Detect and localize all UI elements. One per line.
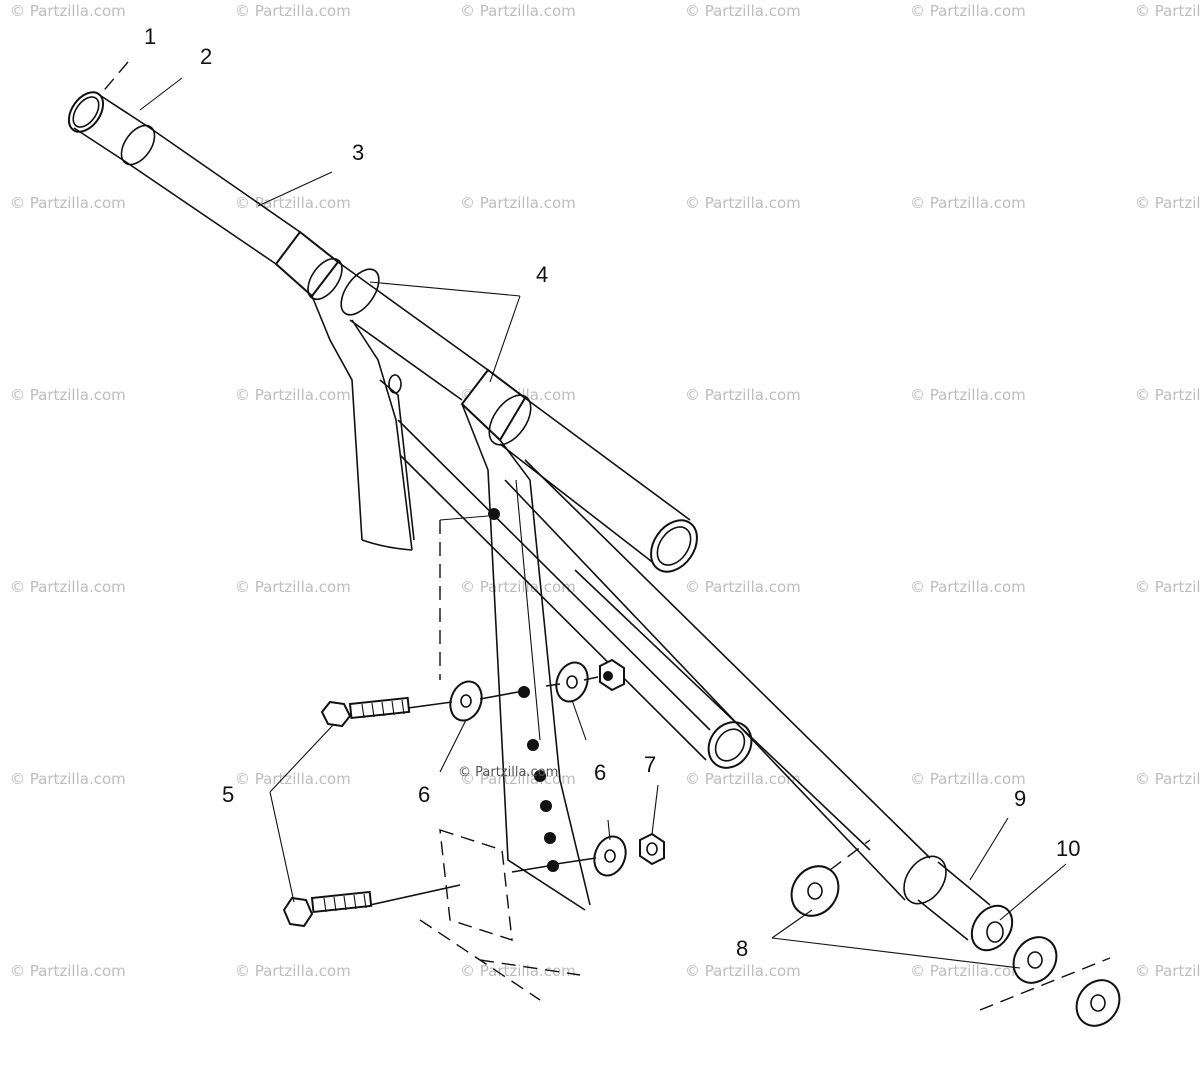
- callout-10: 10: [1056, 836, 1080, 861]
- watermark-text: © Partzilla.com: [685, 962, 801, 980]
- callout-6-right: 6: [594, 760, 606, 785]
- watermark-text: © Partzilla.com: [685, 386, 801, 404]
- callout-4: 4: [536, 262, 548, 287]
- watermark-text: © Partzilla.com: [460, 194, 576, 212]
- watermark-text: © Partzilla.com: [685, 578, 801, 596]
- left-bracket: [311, 295, 415, 551]
- watermark-text: © Partzilla.com: [460, 770, 576, 788]
- watermark-text: © Partzilla.com: [1135, 2, 1200, 20]
- callout-7: 7: [644, 752, 656, 777]
- washers: [790, 839, 1121, 1027]
- watermark-text: © Partzilla.com: [1135, 962, 1200, 980]
- upper-tube: [67, 91, 343, 301]
- watermark-text: © Partzilla.com: [460, 578, 576, 596]
- callout-3: 3: [352, 140, 364, 165]
- watermark-text: © Partzilla.com: [235, 2, 351, 20]
- callout-9: 9: [1014, 786, 1026, 811]
- bolts: [282, 696, 411, 928]
- diagonal-brace: [397, 419, 753, 769]
- watermark-text: © Partzilla.com: [235, 194, 351, 212]
- watermark-text: © Partzilla.com: [235, 386, 351, 404]
- watermark-text: © Partzilla.com: [910, 578, 1026, 596]
- watermark-text: © Partzilla.com: [460, 2, 576, 20]
- watermark-text: © Partzilla.com: [10, 2, 126, 20]
- watermark-text: © Partzilla.com: [685, 770, 801, 788]
- watermark-text: © Partzilla.com: [1135, 194, 1200, 212]
- callout-1: 1: [144, 24, 156, 49]
- callout-6-left: 6: [418, 782, 430, 807]
- watermark-text: © Partzilla.com: [910, 194, 1026, 212]
- cross-tube: [337, 261, 698, 573]
- watermark-text: © Partzilla.com: [460, 962, 576, 980]
- callout-labels: 1 2 3 4 5 6 6 7 8 9 10: [144, 24, 1080, 961]
- watermark-text: © Partzilla.com: [910, 2, 1026, 20]
- watermark-text: © Partzilla.com: [10, 578, 126, 596]
- watermark-text: © Partzilla.com: [1135, 386, 1200, 404]
- lower-tube: [504, 459, 1014, 952]
- watermark-text: © Partzilla.com: [235, 962, 351, 980]
- watermark-text: © Partzilla.com: [235, 770, 351, 788]
- watermark-grid: © Partzilla.com © Partzilla.com © Partzill…: [10, 2, 1200, 980]
- watermark-text: © Partzilla.com: [1135, 770, 1200, 788]
- center-watermark: © Partzilla.com: [458, 765, 558, 780]
- watermark-text: © Partzilla.com: [685, 194, 801, 212]
- watermark-text: © Partzilla.com: [235, 578, 351, 596]
- watermark-text: © Partzilla.com: [10, 962, 126, 980]
- watermark-text: © Partzilla.com: [10, 386, 126, 404]
- watermark-text: © Partzilla.com: [910, 962, 1026, 980]
- backing-plate: [419, 829, 581, 1001]
- watermark-text: © Partzilla.com: [910, 770, 1026, 788]
- callout-2: 2: [200, 44, 212, 69]
- watermark-text: © Partzilla.com: [1135, 578, 1200, 596]
- watermark-text: © Partzilla.com: [10, 194, 126, 212]
- callout-5: 5: [222, 782, 234, 807]
- leader-lines: [99, 61, 1067, 969]
- washers-and-nuts: [369, 515, 665, 906]
- watermark-text: © Partzilla.com: [10, 770, 126, 788]
- mounting-plate: [461, 403, 591, 911]
- callout-8: 8: [736, 936, 748, 961]
- watermark-text: © Partzilla.com: [685, 2, 801, 20]
- watermark-text: © Partzilla.com: [910, 386, 1026, 404]
